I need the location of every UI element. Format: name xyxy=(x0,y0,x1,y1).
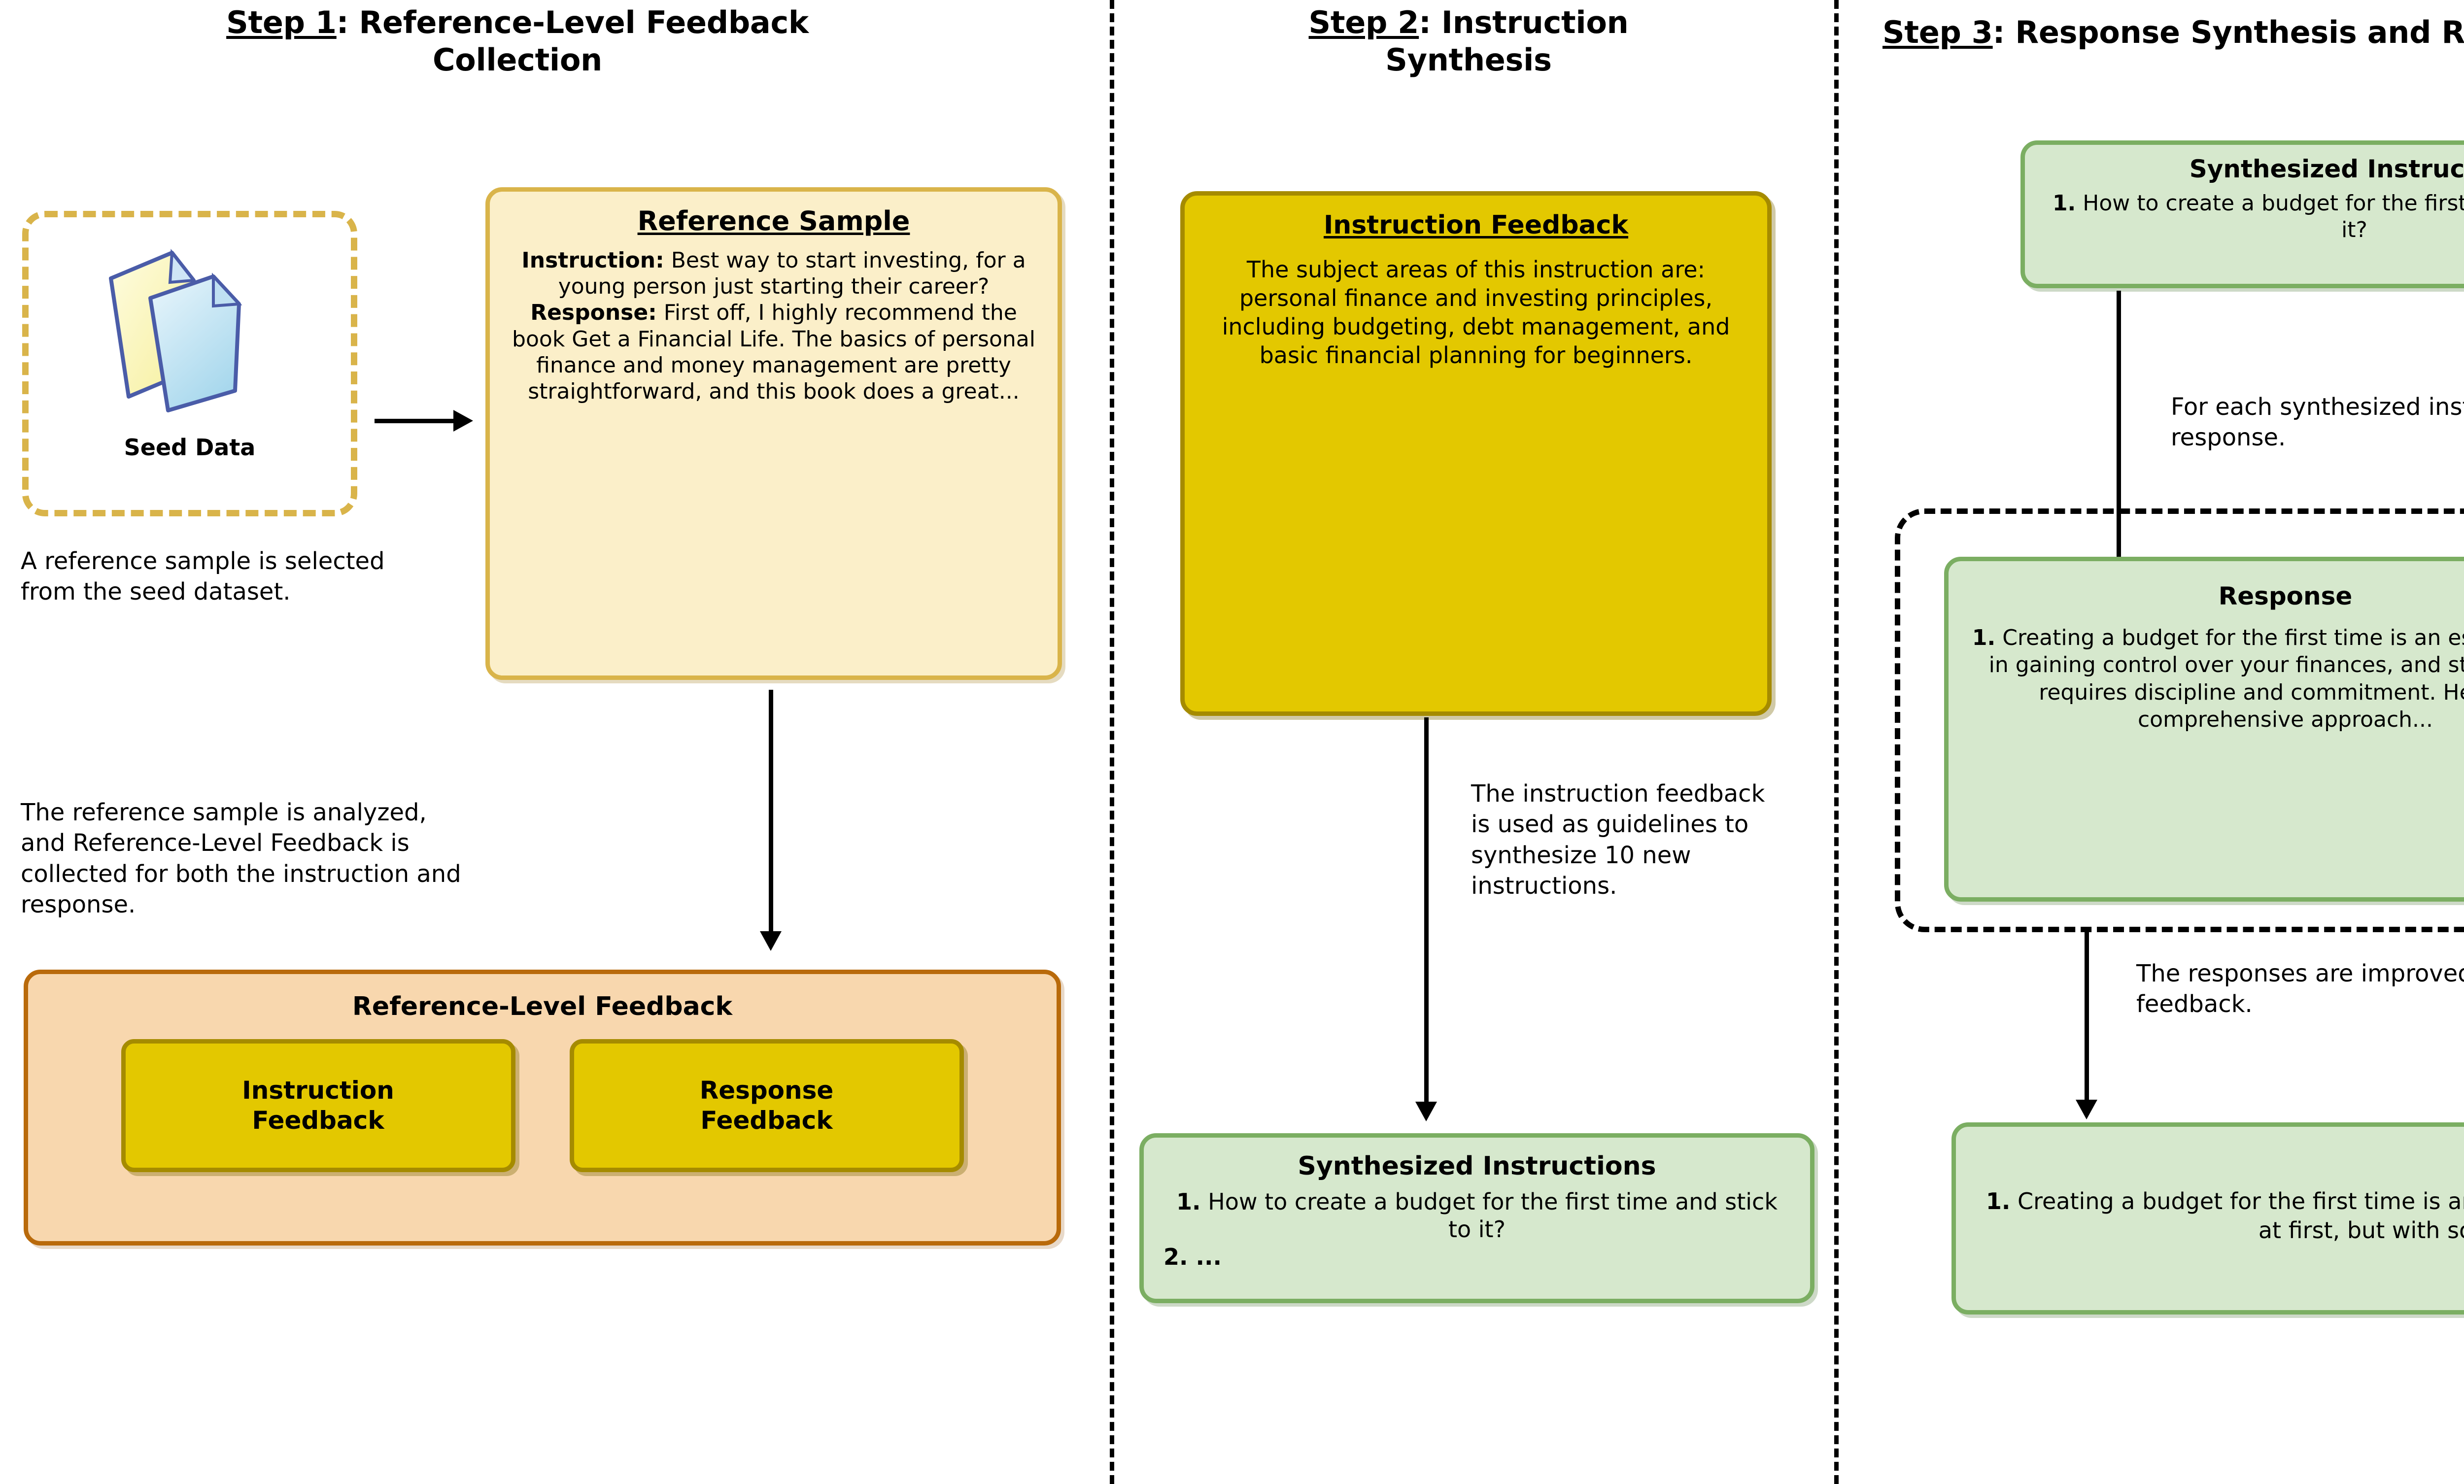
improved-responses-text: Creating a budget for the first time is … xyxy=(2017,1188,2464,1244)
synthesized-instructions-box: Synthesized Instructions 1. How to creat… xyxy=(1139,1133,1814,1303)
reference-level-feedback-title: Reference-Level Feedback xyxy=(352,992,733,1021)
response-body: 1. Creating a budget for the first time … xyxy=(1965,624,2464,734)
response-feedback-chip-line2: Feedback xyxy=(700,1106,833,1135)
seed-data-label: Seed Data xyxy=(124,434,256,461)
analysis-note: The reference sample is analyzed, and Re… xyxy=(21,799,461,919)
instruction-feedback-chip-line1: Instruction xyxy=(242,1076,394,1105)
step-1-title-line1: : Reference-Level Feedback xyxy=(336,4,809,40)
seed-selection-note: A reference sample is selected from the … xyxy=(21,547,385,606)
reference-sample-box: Reference Sample Instruction: Best way t… xyxy=(485,187,1062,680)
response-num: 1. xyxy=(1972,625,1996,650)
step-3-title-line1: : Response Synthesis and Refinement xyxy=(1992,14,2464,50)
response-feedback-chip-line1: Response xyxy=(699,1076,834,1105)
reference-sample-body: Instruction: Best way to start investing… xyxy=(510,247,1038,405)
si-1-num: 1. xyxy=(1176,1188,1201,1215)
synthesized-instruction-num: 1. xyxy=(2052,191,2076,216)
step-2-title: Step 2: Instruction Synthesis xyxy=(1129,4,1809,78)
si-1-text: How to create a budget for the first tim… xyxy=(1200,1188,1778,1243)
arrow-reference-to-feedback xyxy=(760,690,782,956)
instruction-text: Best way to start investing, for a young… xyxy=(558,248,1026,300)
synthesized-instructions-title: Synthesized Instructions xyxy=(1298,1151,1656,1181)
step-2-title-line2: Synthesis xyxy=(1385,41,1552,78)
instruction-feedback-body: The subject areas of this instruction ar… xyxy=(1222,256,1730,369)
column-divider-2 xyxy=(1834,0,1839,1484)
arrow-instruction-feedback-to-synth xyxy=(1415,717,1437,1126)
seed-data-container: Seed Data xyxy=(22,211,357,516)
step-1-label: Step 1 xyxy=(226,4,337,40)
response-generation-group xyxy=(1895,508,2464,932)
step-3-label: Step 3 xyxy=(1882,14,1993,50)
instruction-feedback-box: Instruction Feedback The subject areas o… xyxy=(1180,191,1772,716)
response-title: Response xyxy=(2218,582,2353,610)
each-instruction-note: For each synthesized instruction, we syn… xyxy=(2171,393,2464,452)
feedback-guidelines-note: The instruction feedback is used as guid… xyxy=(1471,780,1765,900)
synthesized-instruction-text: How to create a budget for the first tim… xyxy=(2083,191,2464,242)
response-text: Creating a budget for the first time is … xyxy=(1988,625,2464,733)
step-2-title-line1: : Instruction xyxy=(1419,4,1629,40)
improve-note: The responses are improved using the res… xyxy=(2136,960,2464,1018)
step-1-title-line2: Collection xyxy=(432,41,603,78)
synthesized-instruction-box: Synthesized Instruction 1. How to create… xyxy=(2020,140,2464,288)
arrow-seed-to-reference xyxy=(375,410,473,432)
synthesized-instruction-body: 1. How to create a budget for the first … xyxy=(2045,190,2464,243)
documents-icon xyxy=(91,237,288,434)
improved-responses-body: 1. Creating a budget for the first time … xyxy=(1985,1187,2464,1245)
response-label: Response: xyxy=(530,300,657,326)
reference-level-feedback-box: Reference-Level Feedback Instruction Fee… xyxy=(24,970,1061,1246)
si-2-text: ... xyxy=(1188,1244,1222,1271)
response-box: Response 1. Creating a budget for the fi… xyxy=(1944,557,2464,902)
synthesized-instruction-title: Synthesized Instruction xyxy=(2189,155,2464,183)
arrow-response-to-improved xyxy=(2076,932,2097,1124)
improved-responses-num: 1. xyxy=(1985,1188,2011,1214)
instruction-feedback-chip-line2: Feedback xyxy=(252,1106,384,1135)
step-2-label: Step 2 xyxy=(1308,4,1419,40)
instruction-feedback-title: Instruction Feedback xyxy=(1323,210,1629,240)
instruction-label: Instruction: xyxy=(521,248,664,273)
instruction-feedback-chip: Instruction Feedback xyxy=(121,1039,515,1172)
step-1-title: Step 1: Reference-Level Feedback Collect… xyxy=(0,4,1035,78)
synthesized-instructions-list: 1. How to create a budget for the first … xyxy=(1164,1188,1790,1271)
response-feedback-chip: Response Feedback xyxy=(569,1039,964,1172)
column-divider-1 xyxy=(1110,0,1114,1484)
synthesized-instruction-item-1: 1. How to create a budget for the first … xyxy=(1164,1188,1790,1243)
improved-responses-box: Improved Responses 1. Creating a budget … xyxy=(1951,1122,2464,1315)
step-3-title: Step 3: Response Synthesis and Refinemen… xyxy=(1882,14,2464,51)
synthesized-instruction-item-2: 2. ... xyxy=(1164,1243,1790,1271)
reference-sample-title: Reference Sample xyxy=(637,205,910,236)
si-2-num: 2. xyxy=(1164,1244,1188,1271)
response-text: First off, I highly recommend the book G… xyxy=(512,300,1035,405)
